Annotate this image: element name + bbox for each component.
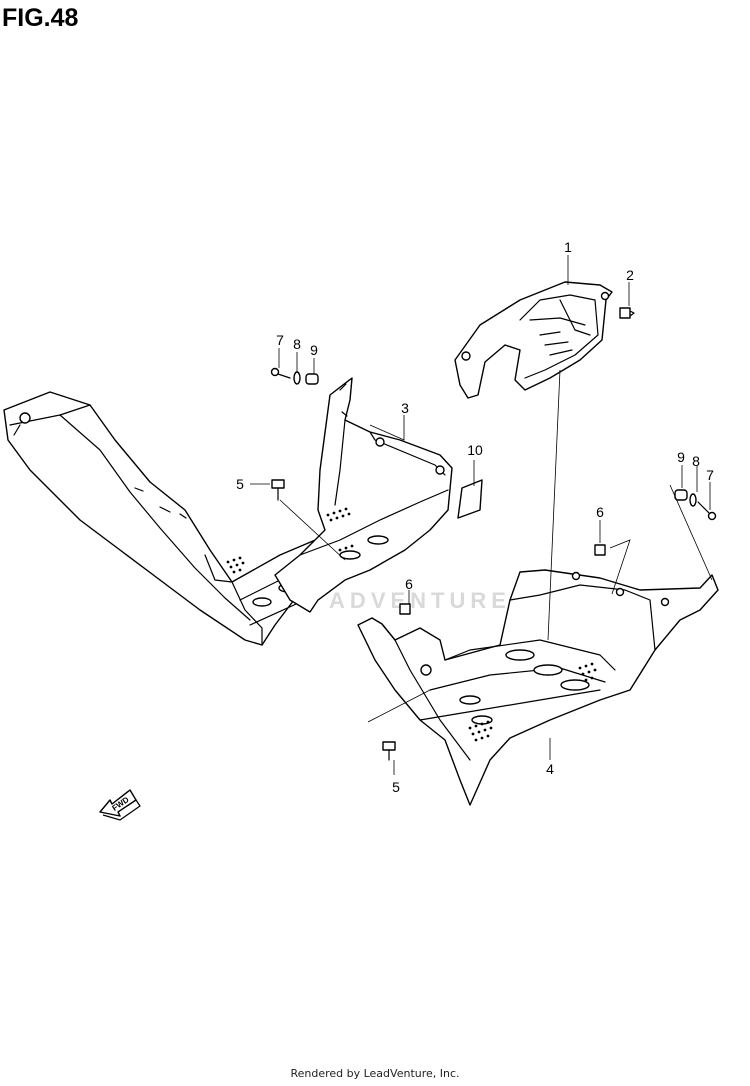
watermark-text: ADVENTURE <box>329 588 511 613</box>
left-mudguard <box>3 391 346 646</box>
fasteners <box>270 307 717 761</box>
callout-5-upper: 5 <box>236 476 244 492</box>
callout-8-right: 8 <box>692 453 700 469</box>
callout-10: 10 <box>467 442 483 458</box>
callout-9-right: 9 <box>677 449 685 465</box>
part-4-tread-dots <box>468 662 597 742</box>
part-7-bolt-icon-right <box>697 501 717 521</box>
part-6-nut-icon-upper <box>594 544 606 556</box>
callout-3: 3 <box>401 400 409 416</box>
part-5-screw-icon-upper <box>271 479 285 501</box>
part-8-washer-icon-left <box>293 371 301 385</box>
part-6-nut-icon-lower <box>399 603 411 615</box>
callout-4: 4 <box>546 761 554 777</box>
part-4-right-footrest <box>357 569 719 806</box>
footer-credit: Rendered by LeadVenture, Inc. <box>290 1067 460 1080</box>
callout-2: 2 <box>626 267 634 283</box>
part-3-tread-dots <box>326 507 354 552</box>
callout-6-lower: 6 <box>405 576 413 592</box>
callout-7-left: 7 <box>276 332 284 348</box>
callout-7-right: 7 <box>706 467 714 483</box>
part-7-bolt-icon-left <box>270 367 291 379</box>
callout-5-lower: 5 <box>392 779 400 795</box>
part-8-washer-icon-right <box>689 493 697 507</box>
leader-lines <box>250 255 713 775</box>
part-9-collar-icon-right <box>674 489 688 501</box>
figure-title: FIG.48 <box>2 4 79 32</box>
part-2-nut-icon <box>619 307 635 319</box>
part-9-collar-icon-left <box>305 373 319 385</box>
callout-6-upper: 6 <box>596 504 604 520</box>
fwd-direction-arrow: FWD <box>99 789 141 821</box>
callout-9-left: 9 <box>310 342 318 358</box>
part-10-label <box>457 479 483 519</box>
callout-1: 1 <box>564 239 572 255</box>
part-3-left-footrest <box>274 377 453 613</box>
left-tread-dots <box>226 556 245 574</box>
callouts: 1 2 3 4 5 5 6 6 7 7 8 8 9 9 10 <box>236 239 714 795</box>
part-5-screw-icon-lower <box>382 741 396 761</box>
callout-8-left: 8 <box>293 336 301 352</box>
part-1-cover <box>454 281 613 399</box>
